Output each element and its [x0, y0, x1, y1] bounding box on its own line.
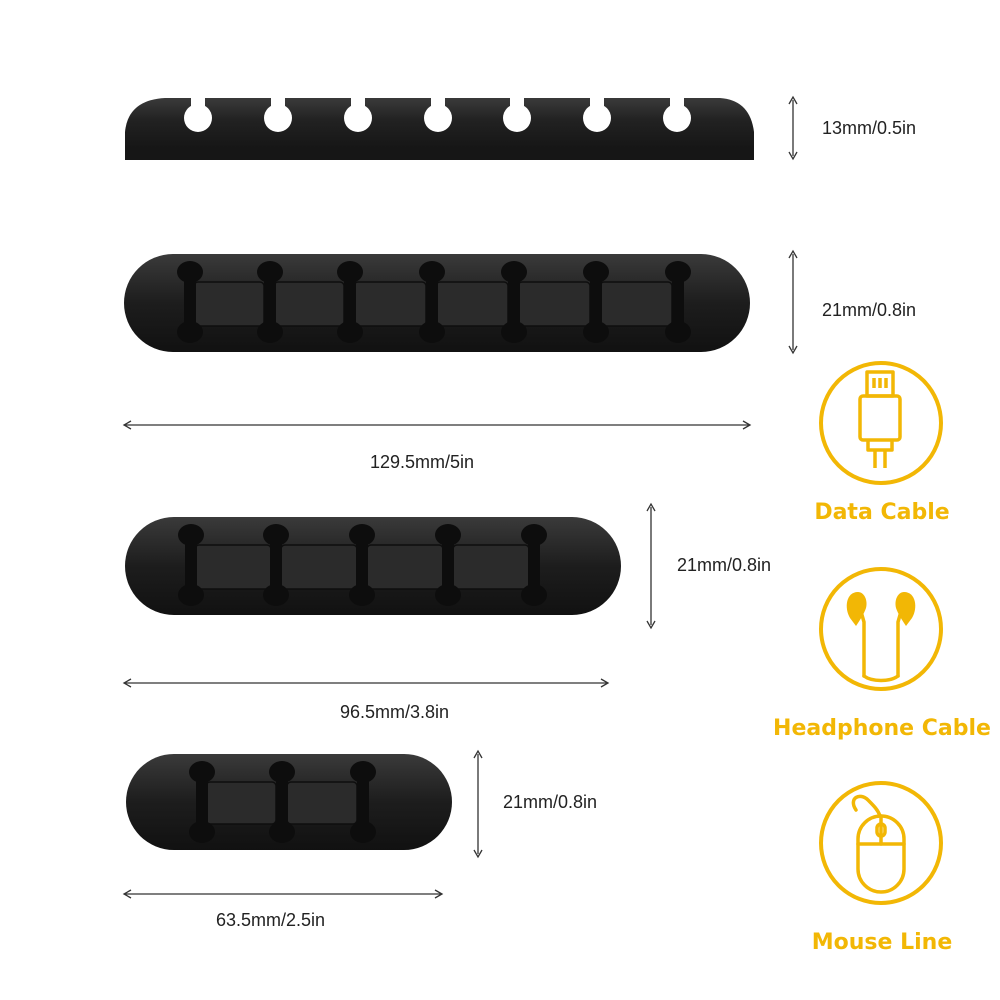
side-view-slots: [184, 92, 691, 132]
side-height-dimension-line: [788, 95, 798, 161]
holder3-width-label: 63.5mm/2.5in: [216, 910, 326, 930]
holder5-width-dimension-line: [122, 678, 610, 688]
side-view-holder-7: [125, 92, 754, 160]
cable-holder-7-slot: [124, 254, 750, 352]
mouse-icon: [819, 781, 943, 905]
data-cable-icon: [819, 361, 943, 485]
holder7-width-dimension-line: [122, 420, 752, 430]
holder3-height-dimension-line: [473, 749, 483, 859]
mouse-line-label: Mouse Line: [811, 930, 953, 955]
holder7-height-dimension-line: [788, 249, 798, 355]
cable-holder-3-slot: [126, 754, 452, 850]
data-cable-label: Data Cable: [814, 500, 950, 525]
holder3-slots: [189, 761, 376, 843]
holder5-height-dimension-line: [646, 502, 656, 630]
holder5-height-label: 21mm/0.8in: [677, 555, 772, 575]
holder3-width-dimension-line: [122, 889, 444, 899]
headphone-icon: [819, 567, 943, 691]
cable-holder-5-slot: [125, 517, 621, 615]
holder7-width-label: 129.5mm/5in: [370, 452, 475, 472]
holder7-height-label: 21mm/0.8in: [822, 300, 917, 320]
holder5-width-label: 96.5mm/3.8in: [340, 702, 450, 722]
side-height-label: 13mm/0.5in: [822, 118, 917, 138]
holder7-slots: [177, 261, 691, 343]
headphone-cable-label: Headphone Cable: [773, 716, 991, 741]
holder3-height-label: 21mm/0.8in: [503, 792, 598, 812]
holder5-slots: [178, 524, 547, 606]
